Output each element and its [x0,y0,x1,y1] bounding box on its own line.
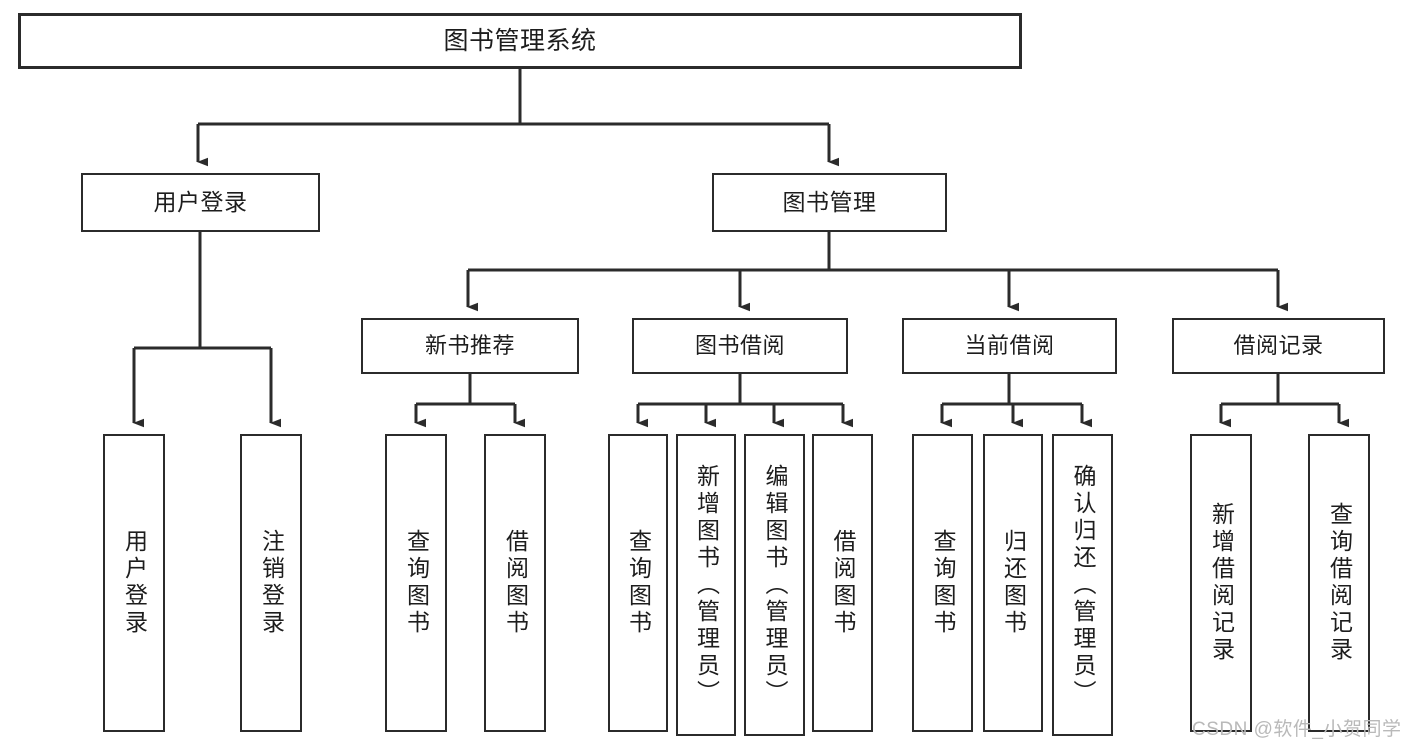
node-root[interactable]: 图书管理系统 [18,13,1022,69]
leaf-add-book-admin-label: 新增图书（管理员） [693,463,720,707]
leaf-add-book-admin[interactable]: 新增图书（管理员） [676,434,736,736]
node-current-borrow-label: 当前借阅 [964,333,1055,359]
leaf-confirm-return-admin-label: 确认归还（管理员） [1070,463,1096,707]
leaf-user-logout-label: 注销登录 [258,529,285,637]
node-new-book-recommend[interactable]: 新书推荐 [361,318,579,374]
leaf-borrow-book-recommend-label: 借阅图书 [502,529,529,637]
node-borrow-record-label: 借阅记录 [1233,333,1324,359]
leaf-lend-book-label: 借阅图书 [830,529,856,637]
leaf-query-book-borrow-label: 查询图书 [625,529,652,637]
leaf-edit-book-admin-label: 编辑图书（管理员） [762,463,788,707]
leaf-query-borrow-record[interactable]: 查询借阅记录 [1308,434,1370,732]
leaf-add-borrow-record-label: 新增借阅记录 [1208,502,1235,664]
leaf-return-book[interactable]: 归还图书 [983,434,1043,732]
leaf-add-borrow-record[interactable]: 新增借阅记录 [1190,434,1252,732]
leaf-lend-book[interactable]: 借阅图书 [812,434,873,732]
leaf-query-borrow-record-label: 查询借阅记录 [1326,502,1353,664]
node-book-management[interactable]: 图书管理 [712,173,947,232]
node-current-borrow[interactable]: 当前借阅 [902,318,1117,374]
node-borrow-record[interactable]: 借阅记录 [1172,318,1385,374]
node-new-book-recommend-label: 新书推荐 [424,333,515,359]
leaf-user-login[interactable]: 用户登录 [103,434,165,732]
node-root-label: 图书管理系统 [443,26,597,55]
node-user-login[interactable]: 用户登录 [81,173,320,232]
leaf-edit-book-admin[interactable]: 编辑图书（管理员） [744,434,805,736]
leaf-user-login-label: 用户登录 [121,529,148,637]
node-book-borrow-label: 图书借阅 [694,333,785,359]
leaf-user-logout[interactable]: 注销登录 [240,434,302,732]
watermark: CSDN @软件_小贺同学 [1192,719,1402,740]
leaf-confirm-return-admin[interactable]: 确认归还（管理员） [1052,434,1113,736]
leaf-query-book-recommend[interactable]: 查询图书 [385,434,447,732]
node-user-login-label: 用户登录 [153,189,248,216]
leaf-return-book-label: 归还图书 [1000,529,1027,637]
node-book-management-label: 图书管理 [782,189,877,216]
node-book-borrow[interactable]: 图书借阅 [632,318,848,374]
leaf-query-book-borrow[interactable]: 查询图书 [608,434,668,732]
leaf-query-book-current[interactable]: 查询图书 [912,434,973,732]
leaf-query-book-current-label: 查询图书 [930,529,956,637]
leaf-borrow-book-recommend[interactable]: 借阅图书 [484,434,546,732]
leaf-query-book-recommend-label: 查询图书 [403,529,430,637]
